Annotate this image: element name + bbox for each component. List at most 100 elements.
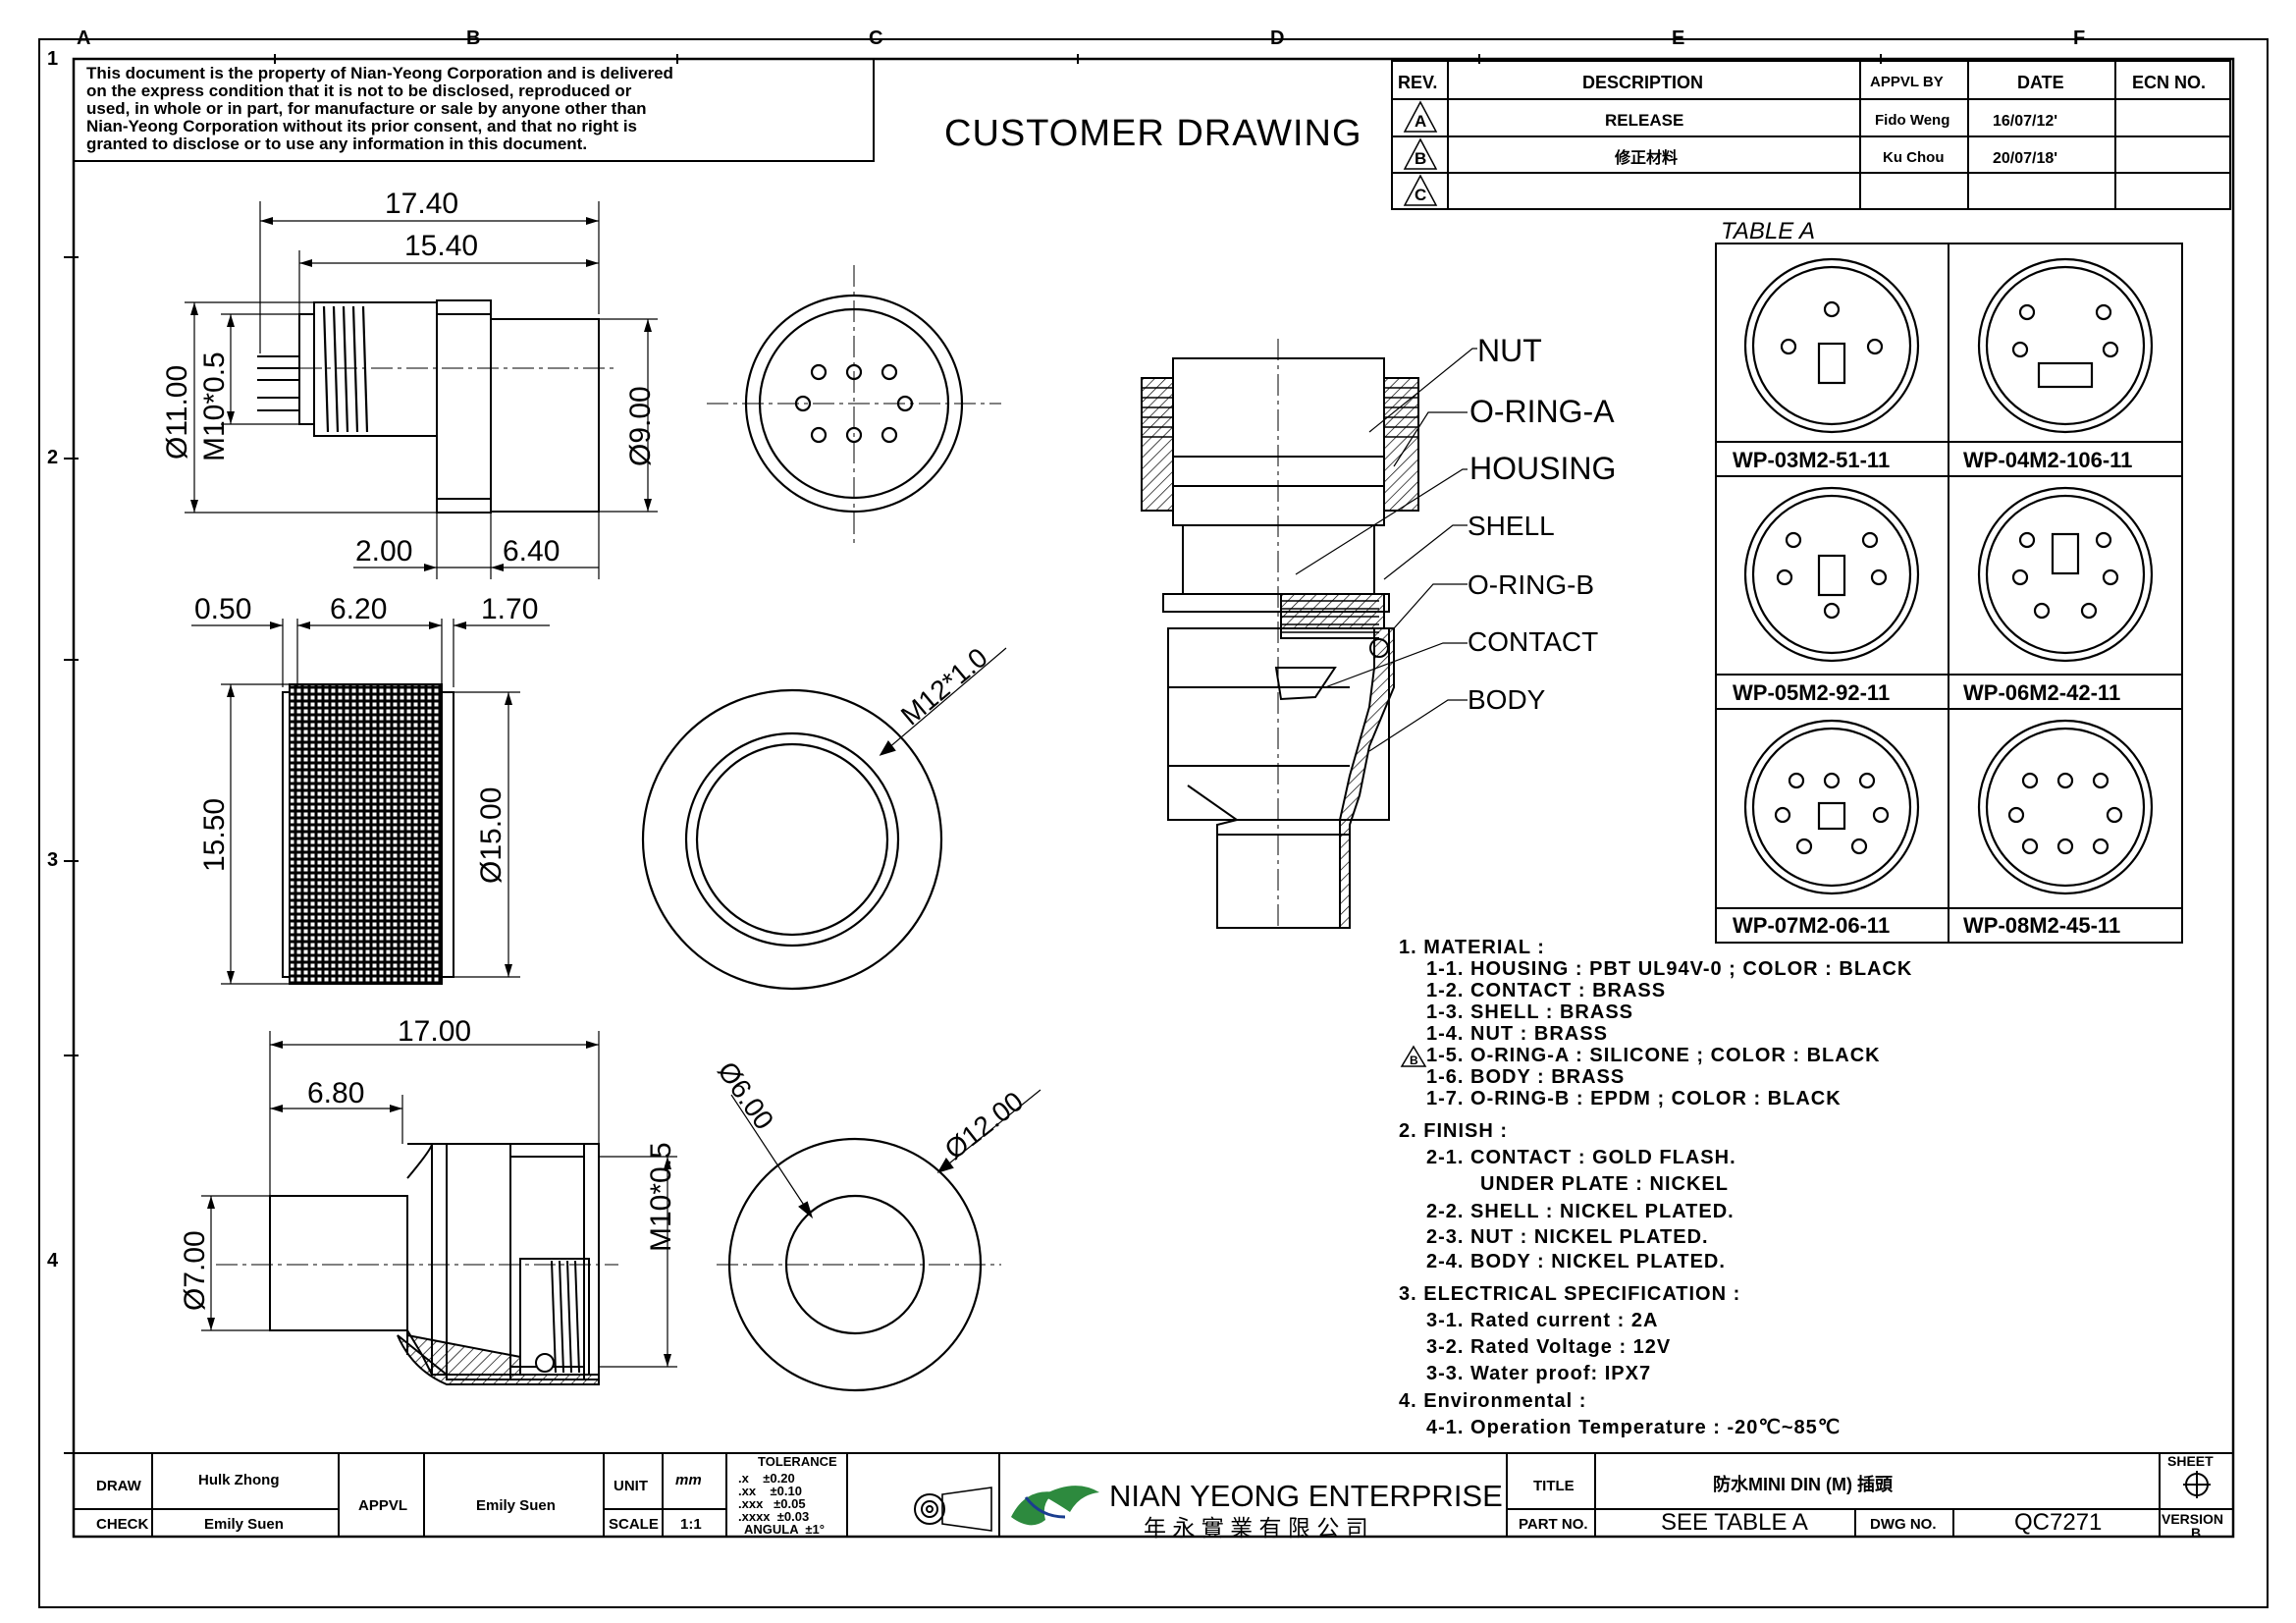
col-label-f: F — [2073, 27, 2085, 49]
dim-side-dia-right: Ø9.00 — [624, 386, 657, 466]
row-label-2: 2 — [47, 447, 58, 468]
dim-side-thread: M10*0.5 — [198, 352, 231, 461]
notice-line: This document is the property of Nian-Ye… — [86, 64, 673, 82]
table-a-part-number: WP-04M2-106-11 — [1963, 448, 2132, 472]
body-end-view — [717, 1089, 1041, 1392]
note-line: 4. Environmental : — [1399, 1390, 1586, 1412]
check-value: Emily Suen — [204, 1516, 284, 1533]
svg-text:B: B — [1410, 1054, 1418, 1067]
appvl-value: Emily Suen — [476, 1497, 556, 1514]
dim-nut-c: 1.70 — [481, 593, 538, 625]
notice-line: Nian-Yeong Corporation without its prior… — [86, 117, 637, 135]
nut-dimensions — [191, 619, 550, 985]
table-a-part-number: WP-08M2-45-11 — [1963, 913, 2120, 938]
note-line: 3-1. Rated current : 2A — [1426, 1310, 1658, 1331]
rev-a-date: 16/07/12' — [1993, 113, 2057, 130]
rev-header-rev: REV. — [1398, 73, 1437, 92]
dim-nut-height: 15.50 — [198, 798, 231, 872]
dim-side-overall: 17.40 — [385, 188, 458, 220]
side-view-dimensions — [185, 201, 658, 579]
rev-header-date: DATE — [2017, 73, 2064, 92]
body-dimensions — [201, 1031, 677, 1368]
scale-value: 1:1 — [680, 1516, 702, 1533]
dim-body-thread: M10*0.5 — [645, 1142, 677, 1252]
note-line: 3-3. Water proof: IPX7 — [1426, 1363, 1651, 1384]
table-a-part-number: WP-03M2-51-11 — [1733, 448, 1890, 472]
dim-side-inner: 15.40 — [404, 230, 478, 262]
table-a-part-number: WP-05M2-92-11 — [1733, 680, 1890, 705]
dim-nut-b: 6.20 — [330, 593, 387, 625]
note-line: 2-4. BODY : NICKEL PLATED. — [1426, 1251, 1726, 1272]
unit-value: mm — [675, 1472, 702, 1488]
table-a-part-number: WP-07M2-06-11 — [1733, 913, 1890, 938]
revision-table: REV. DESCRIPTION APPVL BY DATE ECN NO. A… — [1391, 60, 2231, 210]
draw-label: DRAW — [96, 1478, 142, 1494]
nut-view — [282, 683, 454, 985]
note-line: 3-2. Rated Voltage : 12V — [1426, 1336, 1671, 1358]
rev-header-description: DESCRIPTION — [1582, 73, 1703, 92]
note-line: 1-7. O-RING-B : EPDM ; COLOR : BLACK — [1426, 1088, 1842, 1109]
tolerance-line: .xx ±0.10 — [738, 1484, 802, 1498]
dim-ring-thread: M12*1.0 — [895, 642, 993, 731]
title-block — [73, 1452, 2234, 1538]
nut-ring-view — [641, 647, 1007, 991]
dim-nut-dia: Ø15.00 — [475, 787, 507, 884]
table-a-part-number: WP-06M2-42-11 — [1963, 680, 2120, 705]
pin-layout-7 — [1743, 719, 1920, 895]
dim-side-right-seg: 6.40 — [503, 535, 560, 568]
col-label-c: C — [869, 27, 882, 49]
notice-line: used, in whole or in part, for manufactu… — [86, 99, 647, 118]
table-a-grid — [1715, 243, 2183, 944]
row-label-4: 4 — [47, 1250, 59, 1271]
dim-end-inner: Ø6.00 — [712, 1056, 779, 1135]
version-label: VERSION — [2162, 1511, 2223, 1527]
cross-section-view — [1141, 339, 1419, 929]
note-line: 4-1. Operation Temperature : -20℃~85℃ — [1426, 1417, 1841, 1438]
note-line: UNDER PLATE : NICKEL — [1480, 1173, 1729, 1195]
dim-nut-a: 0.50 — [194, 593, 251, 625]
col-label-e: E — [1672, 27, 1684, 49]
rev-b-appvl: Ku Chou — [1883, 149, 1944, 166]
note-line: 2-1. CONTACT : GOLD FLASH. — [1426, 1147, 1736, 1168]
rev-header-ecn: ECN NO. — [2132, 73, 2206, 92]
dwgno-label: DWG NO. — [1870, 1516, 1937, 1533]
title-label: TITLE — [1533, 1478, 1575, 1494]
callout-o-ring-b: O-RING-B — [1468, 569, 1594, 600]
appvl-label: APPVL — [358, 1497, 407, 1514]
unit-label: UNIT — [614, 1478, 648, 1494]
callout-body: BODY — [1468, 684, 1546, 715]
pin-layout-4 — [1977, 257, 2154, 434]
side-view-housing — [257, 299, 618, 514]
column-labels: A B C D E F — [77, 27, 2085, 49]
note-line: 1-6. BODY : BRASS — [1426, 1066, 1625, 1088]
note-line: 1-1. HOUSING : PBT UL94V-0 ; COLOR : BLA… — [1426, 958, 1912, 980]
rev-b-date: 20/07/18' — [1993, 150, 2057, 167]
tolerance-title: TOLERANCE — [758, 1454, 837, 1469]
note-line: 2. FINISH : — [1399, 1120, 1508, 1142]
tolerance-line: ANGULA ±1° — [744, 1522, 825, 1537]
rev-b-letter: B — [1415, 149, 1426, 168]
row-label-1: 1 — [47, 48, 58, 70]
partno-value: SEE TABLE A — [1661, 1509, 1808, 1536]
section-leaders — [1295, 348, 1477, 752]
dwgno-value: QC7271 — [2014, 1509, 2102, 1536]
note-line: 1-4. NUT : BRASS — [1426, 1023, 1608, 1045]
rev-a-appvl: Fido Weng — [1875, 112, 1949, 129]
company-name-en: NIAN YEONG ENTERPRISE — [1109, 1479, 1503, 1513]
draw-value: Hulk Zhong — [198, 1472, 280, 1488]
front-face-view — [707, 265, 1001, 545]
check-label: CHECK — [96, 1516, 149, 1533]
scale-label: SCALE — [609, 1516, 659, 1533]
tolerance-line: .x ±0.20 — [738, 1471, 795, 1486]
pin-layout-3 — [1743, 257, 1920, 434]
notes: 1. MATERIAL : 1-1. HOUSING : PBT UL94V-0… — [1399, 937, 1912, 1438]
rev-c-letter: C — [1415, 186, 1426, 204]
callout-o-ring-a: O-RING-A — [1469, 394, 1615, 429]
sheet-label: SHEET — [2167, 1453, 2214, 1469]
version-value: B — [2191, 1525, 2201, 1541]
rev-a-letter: A — [1415, 112, 1426, 131]
rev-marks — [1403, 100, 1438, 206]
title-value: 防水MINI DIN (M) 插頭 — [1713, 1474, 1894, 1494]
side-view-arrows — [190, 217, 652, 571]
